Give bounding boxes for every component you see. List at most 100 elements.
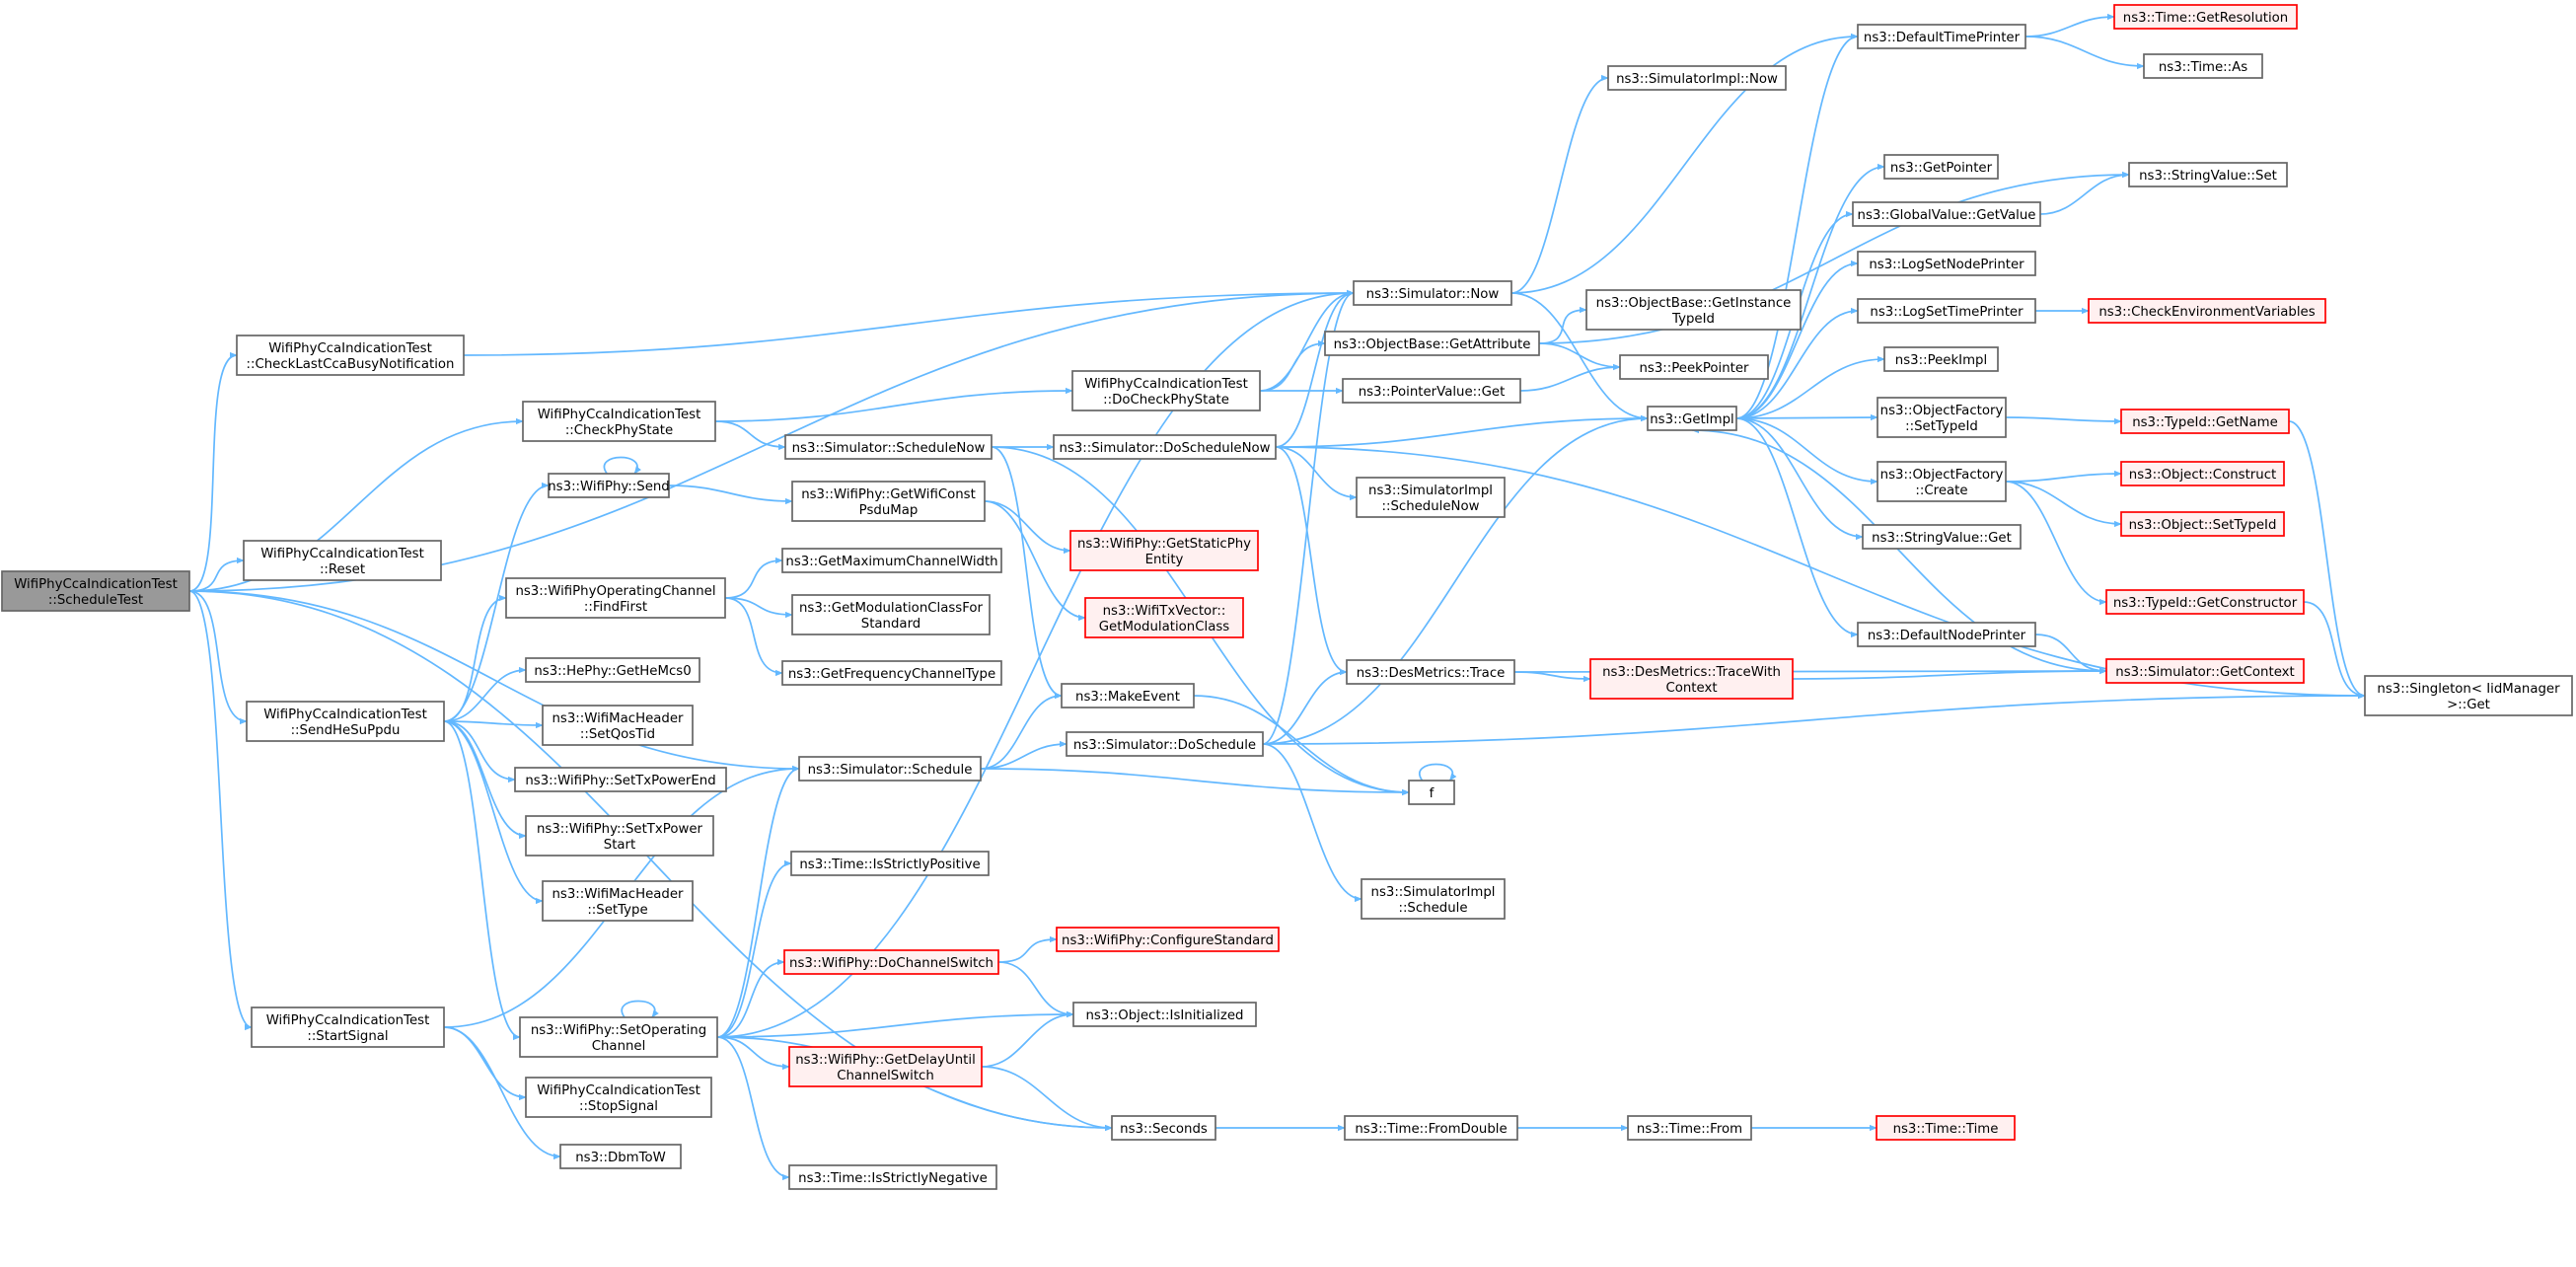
node-defNodePr[interactable]: ns3::DefaultNodePrinter: [1857, 622, 2036, 647]
node-objSetTid[interactable]: ns3::Object::SetTypeId: [2120, 511, 2285, 537]
node-box: [1353, 280, 1512, 306]
node-label: ns3::MakeEvent: [1075, 690, 1180, 705]
node-label: ns3::PeekImpl: [1895, 353, 1987, 368]
node-getAttr[interactable]: ns3::ObjectBase::GetAttribute: [1324, 331, 1540, 356]
node-doChSwitch[interactable]: ns3::WifiPhy::DoChannelSwitch: [783, 949, 999, 975]
node-box: [542, 880, 694, 922]
node-label: ns3::WifiPhy::GetDelayUntil: [795, 1053, 976, 1068]
edge-f-to-f: [1419, 763, 1457, 782]
node-singleton[interactable]: ns3::Singleton< IidManager>::Get: [2364, 675, 2573, 716]
node-schedule[interactable]: ns3::Simulator::Schedule: [798, 756, 982, 782]
node-box: [1619, 354, 1769, 380]
node-objConstruct[interactable]: ns3::Object::Construct: [2120, 461, 2285, 486]
node-f[interactable]: f: [1408, 780, 1455, 805]
node-isPos[interactable]: ns3::Time::IsStrictlyPositive: [790, 851, 990, 876]
edge-schedule-to-f: [980, 768, 1410, 796]
node-box: [236, 335, 465, 376]
node-fromDouble[interactable]: ns3::Time::FromDouble: [1344, 1115, 1518, 1141]
node-setTxEnd[interactable]: ns3::WifiPhy::SetTxPowerEnd: [514, 767, 727, 792]
node-doSchedule[interactable]: ns3::Simulator::DoSchedule: [1066, 731, 1264, 757]
node-schedNow[interactable]: ns3::Simulator::ScheduleNow: [784, 434, 993, 460]
node-setQosTid[interactable]: ns3::WifiMacHeader::SetQosTid: [542, 705, 694, 746]
node-peekImpl[interactable]: ns3::PeekImpl: [1883, 346, 1999, 372]
node-isNeg[interactable]: ns3::Time::IsStrictlyNegative: [788, 1164, 997, 1190]
node-getFreqCh[interactable]: ns3::GetFrequencyChannelType: [781, 660, 1002, 686]
node-logNodePr[interactable]: ns3::LogSetNodePrinter: [1857, 251, 2036, 276]
node-dbmToW[interactable]: ns3::DbmToW: [559, 1144, 682, 1169]
node-label: GetModulationClass: [1099, 620, 1230, 634]
node-isInit[interactable]: ns3::Object::IsInitialized: [1072, 1002, 1257, 1027]
node-reset[interactable]: WifiPhyCcaIndicationTest::Reset: [243, 540, 442, 581]
node-getHeMcs0[interactable]: ns3::HePhy::GetHeMcs0: [525, 657, 700, 683]
node-simImplSched[interactable]: ns3::SimulatorImpl::Schedule: [1361, 878, 1506, 920]
node-defTimePr[interactable]: ns3::DefaultTimePrinter: [1857, 24, 2026, 49]
edge-getImpl-to-defNodePr: [1735, 417, 1859, 638]
node-doSchedNow[interactable]: ns3::Simulator::DoScheduleNow: [1053, 434, 1277, 460]
node-simImplNow[interactable]: ns3::SimulatorImpl::Now: [1607, 65, 1787, 91]
node-box: [525, 1077, 712, 1118]
edge-makeEvent-to-f: [1193, 695, 1410, 796]
node-box: [1877, 397, 2007, 438]
node-label: ns3::Simulator::DoSchedule: [1073, 738, 1256, 753]
node-label: Channel: [592, 1039, 646, 1054]
node-getImpl[interactable]: ns3::GetImpl: [1647, 406, 1737, 431]
node-ptrGet[interactable]: ns3::PointerValue::Get: [1342, 378, 1521, 404]
edge-sendHe-to-getHeMcs0: [443, 666, 527, 722]
node-sendHe[interactable]: WifiPhyCcaIndicationTest::SendHeSuPpdu: [246, 701, 445, 742]
edge-doSchedNow-to-desTrace: [1275, 446, 1348, 676]
node-wifiSend[interactable]: ns3::WifiPhy::Send: [548, 473, 670, 498]
node-peekPtr[interactable]: ns3::PeekPointer: [1619, 354, 1769, 380]
node-box: [1111, 1115, 1216, 1141]
node-ofSetTid[interactable]: ns3::ObjectFactory::SetTypeId: [1877, 397, 2007, 438]
node-box: [1056, 927, 1280, 952]
node-logTimePr[interactable]: ns3::LogSetTimePrinter: [1857, 298, 2036, 324]
node-getPointer[interactable]: ns3::GetPointer: [1883, 154, 1999, 180]
node-label: ns3::TypeId::GetName: [2132, 415, 2278, 430]
node-label: WifiPhyCcaIndicationTest: [1084, 377, 1248, 392]
edge-getImpl-to-ofSetTid: [1735, 413, 1878, 421]
node-timeTime[interactable]: ns3::Time::Time: [1876, 1115, 2016, 1141]
node-doCheckPhy[interactable]: WifiPhyCcaIndicationTest::DoCheckPhyStat…: [1071, 370, 1261, 411]
node-label: ::SetQosTid: [580, 727, 655, 742]
node-simImplSchedNow[interactable]: ns3::SimulatorImpl::ScheduleNow: [1356, 477, 1506, 518]
node-tidCtor[interactable]: ns3::TypeId::GetConstructor: [2105, 589, 2305, 615]
node-checkEnv[interactable]: ns3::CheckEnvironmentVariables: [2088, 298, 2326, 324]
node-getRes[interactable]: ns3::Time::GetResolution: [2113, 4, 2298, 30]
node-seconds[interactable]: ns3::Seconds: [1111, 1115, 1216, 1141]
node-checkPhy[interactable]: WifiPhyCcaIndicationTest::CheckPhyState: [522, 401, 716, 442]
node-findFirst[interactable]: ns3::WifiPhyOperatingChannel::FindFirst: [505, 577, 726, 619]
node-now[interactable]: ns3::Simulator::Now: [1353, 280, 1512, 306]
node-timeAs[interactable]: ns3::Time::As: [2143, 53, 2263, 79]
node-box: [1053, 434, 1277, 460]
node-desTrace[interactable]: ns3::DesMetrics::Trace: [1346, 659, 1515, 685]
edge-doSchedNow-to-simImplSchedNow: [1275, 446, 1358, 501]
node-getMaxCh[interactable]: ns3::GetMaximumChannelWidth: [781, 548, 1002, 573]
node-gvGet[interactable]: ns3::GlobalValue::GetValue: [1852, 201, 2041, 227]
node-root[interactable]: WifiPhyCcaIndicationTest::ScheduleTest: [1, 570, 190, 612]
edge-getAttr-to-svSet: [1538, 171, 2130, 344]
node-startSig[interactable]: WifiPhyCcaIndicationTest::StartSignal: [251, 1006, 445, 1048]
node-box: [798, 756, 982, 782]
node-tidName[interactable]: ns3::TypeId::GetName: [2120, 409, 2290, 434]
node-ofCreate[interactable]: ns3::ObjectFactory::Create: [1877, 461, 2007, 502]
node-configStd[interactable]: ns3::WifiPhy::ConfigureStandard: [1056, 927, 1280, 952]
node-label: ns3::Simulator::Now: [1366, 287, 1500, 302]
node-label: ns3::WifiPhy::SetTxPowerEnd: [525, 774, 715, 788]
node-makeEvent[interactable]: ns3::MakeEvent: [1061, 683, 1195, 708]
node-timeFrom[interactable]: ns3::Time::From: [1627, 1115, 1752, 1141]
node-setType[interactable]: ns3::WifiMacHeader::SetType: [542, 880, 694, 922]
node-svSet[interactable]: ns3::StringValue::Set: [2128, 162, 2288, 187]
node-svGet[interactable]: ns3::StringValue::Get: [1862, 524, 2022, 550]
node-stopSig[interactable]: WifiPhyCcaIndicationTest::StopSignal: [525, 1077, 712, 1118]
node-getModClass[interactable]: ns3::WifiTxVector::GetModulationClass: [1084, 597, 1244, 638]
node-checkLast[interactable]: WifiPhyCcaIndicationTest::CheckLastCcaBu…: [236, 335, 465, 376]
node-getCtx[interactable]: ns3::Simulator::GetContext: [2105, 658, 2305, 684]
